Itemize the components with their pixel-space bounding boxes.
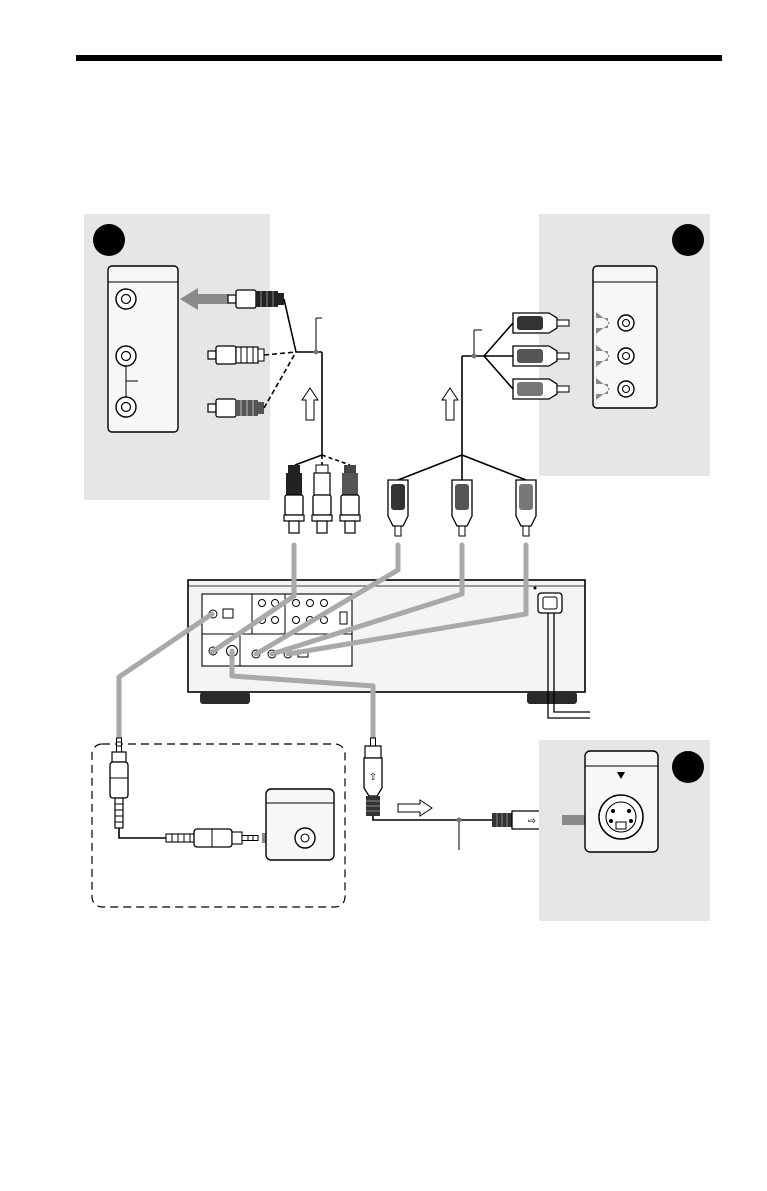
audio-video-cord	[264, 299, 350, 465]
rca-plug-audio-right-icon	[208, 399, 264, 417]
tv-s-video-jack-face	[585, 751, 658, 852]
tv-composite-jack-face	[108, 266, 178, 432]
badge-b-icon	[672, 224, 704, 256]
component-plug-vertical-y-icon	[388, 480, 408, 536]
stereo-mini-plug-vertical-icon	[110, 738, 128, 828]
rca-plug-vertical-video-icon	[284, 465, 304, 533]
headphone-jack-face	[266, 789, 334, 860]
main-unit-rear	[188, 580, 590, 718]
component-plug-vertical-pb-icon	[452, 480, 472, 536]
tv-component-jack-face	[593, 266, 657, 408]
svg-text:⇧: ⇧	[369, 772, 377, 783]
svg-text:⇨: ⇨	[528, 816, 536, 827]
stereo-mini-plug-horizontal-icon	[166, 829, 258, 847]
direction-arrow-a-icon	[302, 388, 318, 420]
direction-arrow-c-icon	[398, 800, 432, 816]
rca-plug-vertical-left-icon	[312, 465, 332, 533]
direction-arrow-b-icon	[442, 388, 458, 420]
top-rule	[76, 55, 722, 61]
component-video-cord	[398, 323, 526, 480]
badge-a-icon	[93, 224, 125, 256]
headphone-cord	[119, 828, 166, 838]
component-plug-vertical-pr-icon	[516, 480, 536, 536]
panel-b	[513, 214, 710, 476]
unit-foot-left	[200, 692, 250, 704]
s-video-plug-vertical-icon: ⇧	[364, 738, 382, 816]
panel-c	[539, 740, 710, 921]
s-video-cord: ⇧ ⇨	[364, 738, 566, 850]
panel-a	[84, 214, 284, 500]
component-plugs-vertical	[388, 480, 536, 536]
headphone-section	[92, 738, 345, 907]
rca-plugs-vertical-a	[284, 465, 360, 533]
rca-plug-vertical-right-icon	[340, 465, 360, 533]
badge-c-icon	[672, 751, 704, 783]
rca-plug-audio-left-icon	[208, 346, 264, 364]
unit-foot-right	[527, 692, 577, 704]
rca-plug-video-icon	[228, 290, 284, 308]
